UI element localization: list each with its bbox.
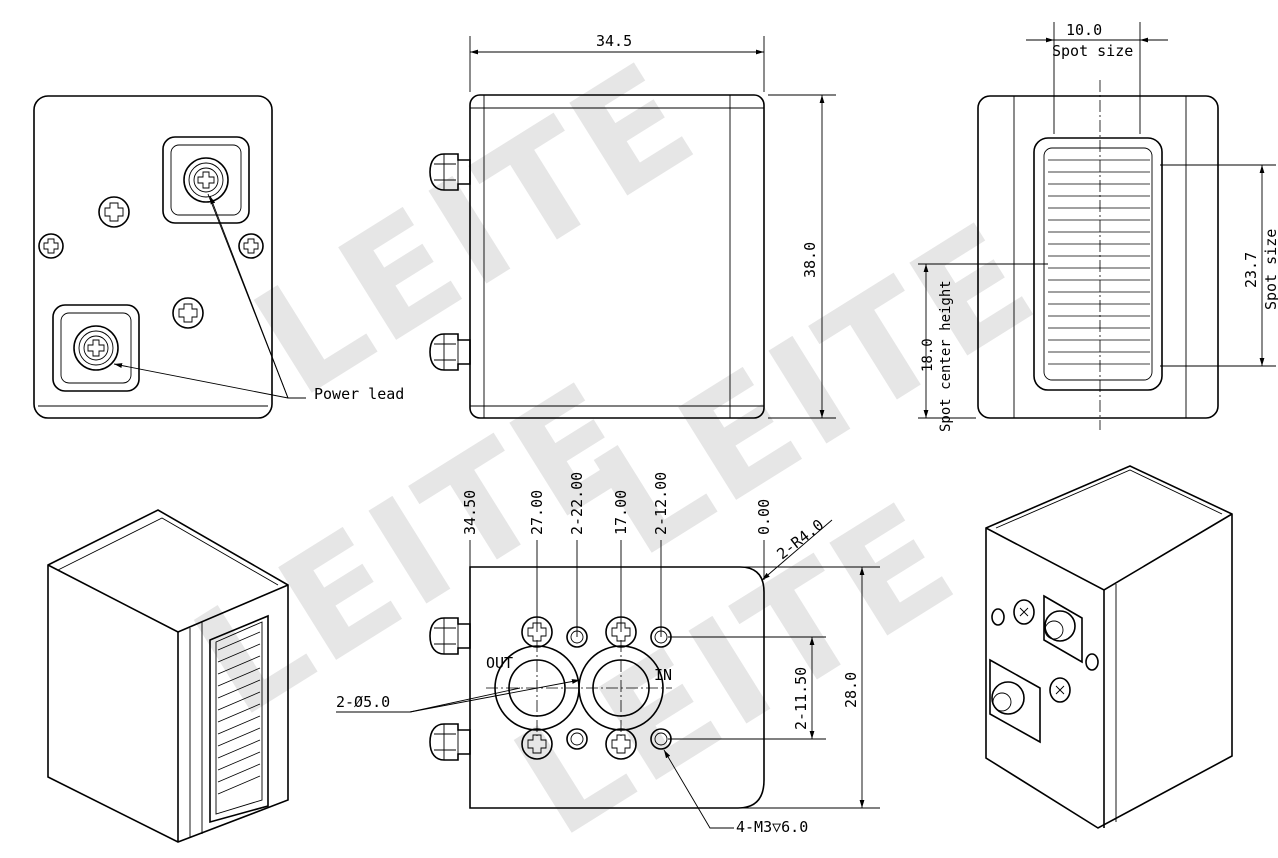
ordinate-3: 17.00 [612, 490, 630, 535]
dim-spot-height: 23.7 [1242, 252, 1260, 288]
dim-hole-pitch: 2-11.50 [792, 667, 810, 730]
power-lead-label: Power lead [314, 385, 404, 403]
hole-spec-label: 4-M3▽6.0 [736, 818, 808, 836]
ordinate-5: 0.00 [755, 499, 773, 535]
dim-length: 34.5 [596, 32, 632, 50]
in-label: IN [654, 666, 672, 684]
rear-view: Power lead [33, 95, 404, 419]
ordinate-4: 2-12.00 [652, 472, 670, 535]
watermark-1: LEITE [227, 29, 725, 430]
dim-spot-center: 18.0 [920, 338, 936, 372]
iso-rear-view [985, 465, 1233, 829]
side-view: 34.5 38.0 [429, 32, 836, 419]
ordinate-2: 2-22.00 [568, 472, 586, 535]
spot-size-w-label: Spot size [1052, 42, 1133, 60]
ordinate-0: 34.50 [461, 490, 479, 535]
watermark-group: LEITE LEITE LEITE LEITE [167, 29, 1065, 858]
dim-spot-width: 10.0 [1066, 21, 1102, 39]
dim-depth: 28.0 [842, 672, 860, 708]
front-view: 10.0 Spot size 23.7 Spot size 18.0 Spot … [918, 21, 1278, 432]
dim-height: 38.0 [801, 242, 819, 278]
out-label: OUT [486, 654, 513, 672]
ordinate-1: 27.00 [528, 490, 546, 535]
iso-front-view [47, 509, 289, 843]
spot-size-h-label: Spot size [1262, 229, 1278, 310]
port-dia-label: 2-Ø5.0 [336, 693, 390, 711]
spot-center-height-label: Spot center height [938, 280, 954, 432]
